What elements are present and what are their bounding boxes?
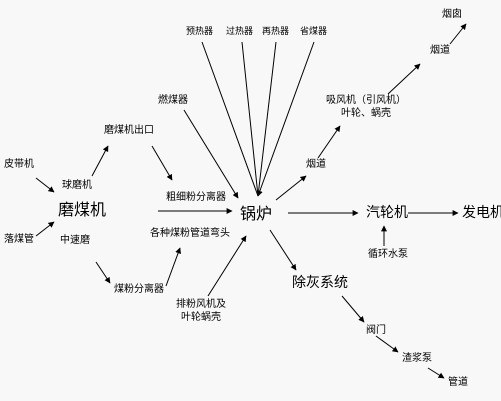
node-burner: 燃煤器	[158, 95, 188, 106]
arrow-outlet-to-separator	[151, 145, 173, 181]
node-mill: 磨煤机	[58, 200, 107, 219]
node-coal-pipe: 落煤管	[4, 234, 34, 245]
node-ash-system: 除灰系统	[292, 275, 348, 291]
node-medium-mill: 中速磨	[60, 235, 90, 246]
node-economizer: 省煤器	[300, 27, 328, 37]
arrow-boiler-to-flue	[275, 175, 307, 201]
exhaust-fan-line2: 叶轮蜗壳	[181, 312, 221, 323]
node-chimney: 烟囱	[442, 9, 462, 20]
node-flue-lower: 烟道	[306, 159, 326, 170]
arrow-coalpipe-to-mill	[35, 221, 55, 237]
node-induced-fan: 吸风机（引风机） 叶轮、蜗壳	[326, 96, 406, 119]
node-reheater: 再热器	[262, 27, 290, 37]
node-generator: 发电机	[462, 205, 501, 221]
arrow-powder-sep-to-elbow	[165, 247, 181, 287]
node-coarse-separator: 粗细粉分离器	[166, 192, 226, 203]
node-pipe-elbow: 各种煤粉管道弯头	[150, 228, 230, 239]
arrow-preheater-to-boiler	[201, 41, 259, 197]
exhaust-fan-line1: 排粉风机及	[176, 299, 226, 310]
node-mill-outlet: 磨煤机出口	[104, 125, 154, 136]
node-exhaust-fan: 排粉风机及 叶轮蜗壳	[176, 300, 226, 323]
node-superheater: 过热器	[226, 27, 254, 37]
node-flue-upper: 烟道	[430, 45, 450, 56]
induced-fan-line1: 吸风机（引风机）	[326, 95, 406, 106]
node-conveyor: 皮带机	[4, 159, 34, 170]
node-powder-separator: 煤粉分离器	[114, 284, 164, 295]
node-turbine: 汽轮机	[366, 205, 408, 221]
arrow-valve-to-slurry	[375, 335, 399, 353]
arrow-burner-to-boiler	[183, 109, 239, 199]
arrow-economizer-to-boiler	[257, 41, 315, 197]
induced-fan-line2: 叶轮、蜗壳	[341, 108, 391, 119]
node-ball-mill: 球磨机	[62, 180, 92, 191]
node-circulating-pump: 循环水泵	[368, 249, 408, 260]
node-preheater: 预热器	[186, 27, 214, 37]
arrow-superheater-to-boiler	[241, 41, 259, 197]
arrow-reheater-to-boiler	[257, 41, 277, 197]
arrow-exhaust-to-boiler	[207, 235, 247, 297]
arrow-slurry-to-pipe	[427, 367, 445, 379]
arrow-conveyor-to-mill	[35, 177, 55, 193]
arrow-flue-to-chimney	[449, 23, 467, 45]
arrow-mill-to-outlet	[91, 145, 109, 177]
node-valve: 阀门	[366, 325, 386, 336]
arrow-fan-to-upper-flue	[387, 63, 421, 95]
arrow-boiler-to-ash	[269, 229, 297, 271]
node-slurry-pump: 渣浆泵	[402, 353, 432, 364]
arrow-ash-to-valve	[341, 295, 365, 323]
node-pipe: 管道	[448, 377, 468, 388]
arrow-flue-to-fan	[317, 125, 341, 159]
arrow-mill-to-powder-sep	[95, 261, 111, 284]
node-boiler: 锅炉	[240, 204, 273, 223]
